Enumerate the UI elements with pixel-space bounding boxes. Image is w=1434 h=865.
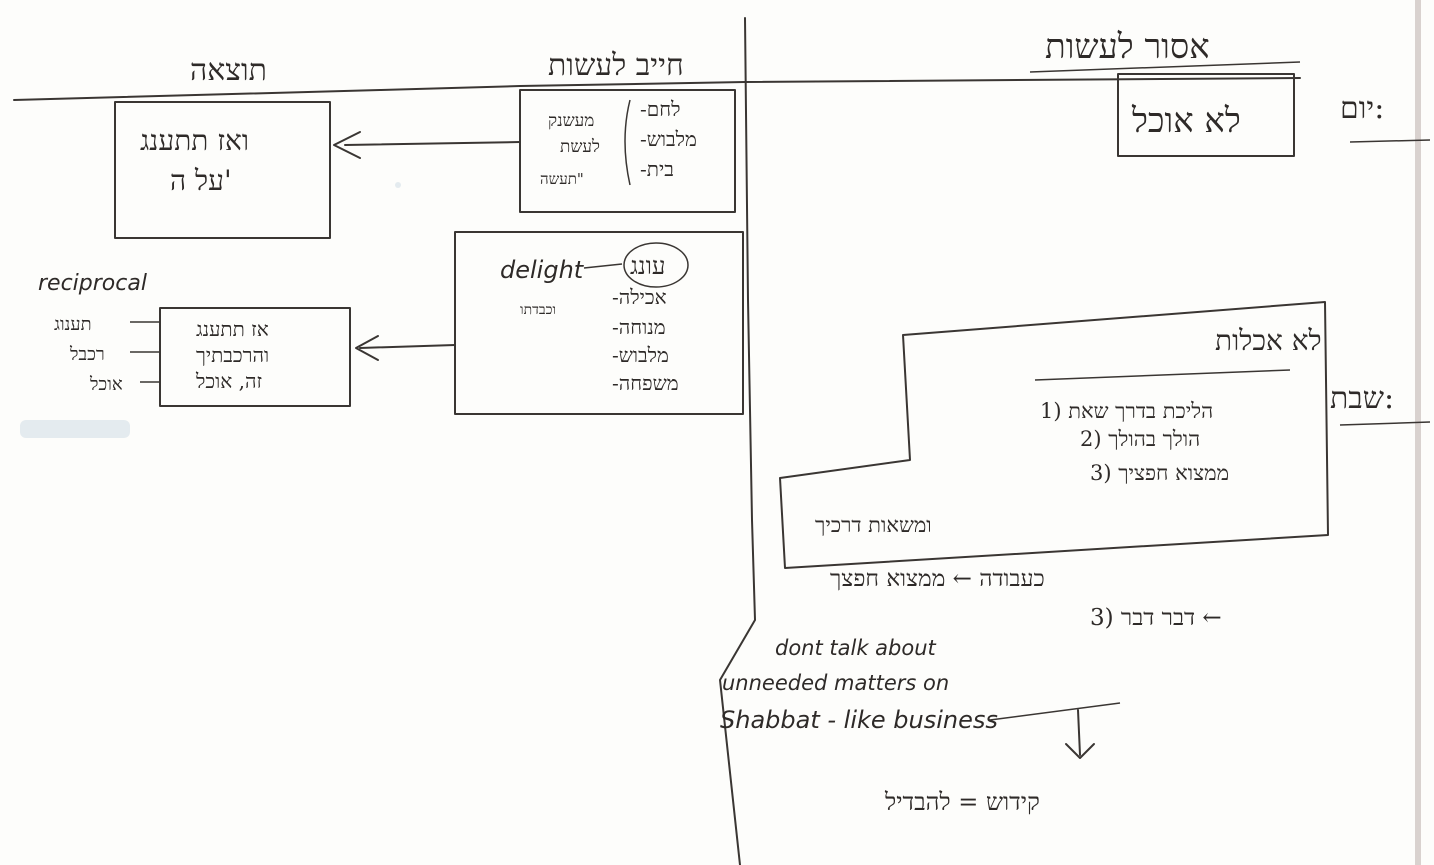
arrow-to-result-top — [344, 141, 521, 146]
side-word-3: אוכל — [89, 374, 123, 395]
chafetz-line-1: 1) הליכת בדרך שאת — [1040, 399, 1213, 423]
delight-arrow — [583, 263, 623, 269]
obligation-item-2: -מלבוש — [640, 127, 697, 151]
obligation-note-2: לעשת — [560, 137, 600, 157]
chafetz-title-underline — [1034, 369, 1291, 381]
result-box-bottom — [159, 307, 351, 407]
oneg-word: עונג — [630, 252, 665, 280]
obligation-item-1: -לחם — [640, 97, 680, 121]
english-note-1: dont talk about — [775, 636, 937, 660]
honor-item-3: -מלבוש — [612, 343, 669, 367]
ink-dot — [395, 182, 401, 188]
chafetz-line-3: 3) ממצוא חפציך — [1090, 461, 1229, 485]
english-note-2: unneeded matters on — [722, 671, 949, 695]
yom-box-text: לא אוכל — [1131, 101, 1241, 141]
shabbat-label: שבת: — [1330, 381, 1394, 416]
ink-smudge — [20, 420, 130, 438]
obligation-item-3: -בית — [640, 157, 674, 181]
down-arrow — [1077, 709, 1081, 756]
honor-small-note: וכבדתו — [520, 302, 556, 318]
chafetz-title: לא אכלות — [1215, 324, 1322, 357]
side-word-1: תענוג — [54, 314, 92, 335]
shabbat-underline — [1339, 421, 1431, 426]
result-bottom-line-3: זה, אוכל — [195, 369, 262, 393]
header-rule — [13, 77, 1301, 101]
yom-box — [1117, 73, 1295, 157]
arrow-head-result-top — [333, 131, 361, 159]
reciprocal-label: reciprocal — [38, 271, 147, 296]
result-bottom-line-1: אז תתענג — [196, 317, 269, 341]
delight-label: delight — [500, 256, 585, 284]
bottom-word: קידוש = להבדיל — [884, 788, 1040, 816]
chafetz-box — [779, 301, 1329, 569]
middle-header: חייב לעשות — [548, 48, 684, 83]
obligation-brace — [624, 99, 631, 186]
left-header: תוצאה — [190, 53, 267, 88]
honor-box — [454, 231, 744, 415]
yom-label: יום: — [1340, 91, 1384, 126]
honor-item-2: -מנוחה — [612, 315, 666, 339]
side-word-2: רכבל — [69, 344, 105, 365]
result-top-line-2: על ה' — [170, 164, 232, 197]
oneg-circle — [623, 242, 689, 288]
right-header-underline — [1029, 61, 1301, 73]
result-bottom-line-2: והרכבתיך — [196, 343, 269, 367]
side-connectors — [130, 321, 160, 383]
english-note-3: Shabbat - like business — [720, 706, 998, 734]
davar-line: 3) דבר דבר ← — [1090, 605, 1222, 631]
column-divider — [719, 17, 756, 865]
result-top-line-1: ואז תתענג — [140, 124, 249, 157]
work-line: כעבודה ← ממצוא חפצך — [830, 566, 1045, 592]
chafetz-line-4: ומשאות דרכיך — [815, 513, 932, 537]
right-header: אסור לעשות — [1045, 27, 1210, 67]
chafetz-line-2: 2) הולך בהולך — [1080, 427, 1200, 451]
obligation-note-1: מעשנק — [548, 111, 594, 131]
result-box-top — [114, 101, 331, 239]
arrow-to-result-bottom — [359, 344, 456, 349]
honor-item-4: -משפחה — [612, 371, 679, 395]
arrow-head-result-bottom — [355, 335, 379, 361]
obligation-note-3: תעשה" — [540, 170, 584, 188]
honor-item-1: -אכילה — [612, 285, 667, 309]
business-underline — [989, 702, 1121, 721]
obligation-box — [519, 89, 736, 213]
yom-underline — [1349, 139, 1431, 143]
down-arrow-head — [1065, 743, 1095, 759]
